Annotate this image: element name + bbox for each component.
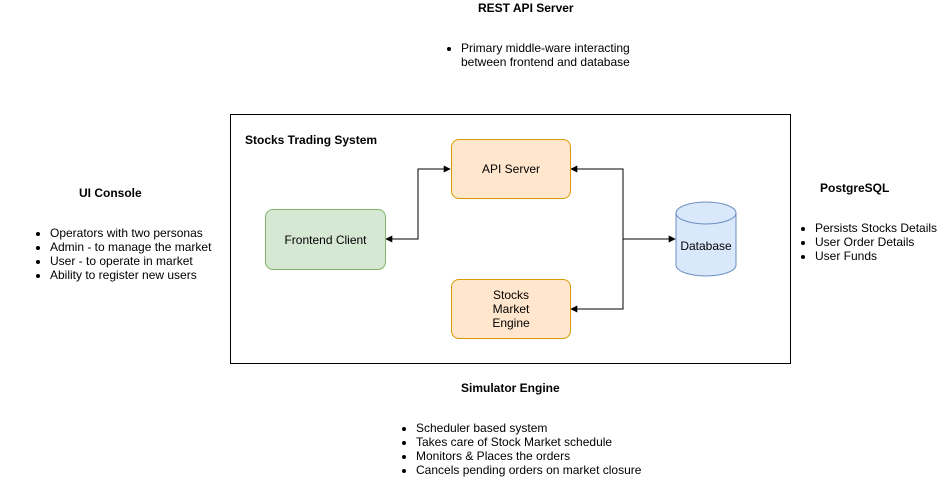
postgresql-bullets: Persists Stocks Details User Order Detai… xyxy=(799,221,937,263)
postgresql-bullet: Persists Stocks Details xyxy=(815,221,937,235)
simulator-bullet: Monitors & Places the orders xyxy=(416,449,641,463)
simulator-bullet: Scheduler based system xyxy=(416,421,641,435)
database-cylinder-icon xyxy=(675,201,737,277)
frontend-client-label: Frontend Client xyxy=(284,232,367,247)
stocks-market-engine-node[interactable]: Stocks Market Engine xyxy=(451,279,571,339)
frontend-client-node[interactable]: Frontend Client xyxy=(265,209,386,270)
postgresql-bullet: User Funds xyxy=(815,249,937,263)
simulator-bullet: Takes care of Stock Market schedule xyxy=(416,435,641,449)
rest-api-bullet: Primary middle-ware interacting between … xyxy=(461,41,641,69)
system-title: Stocks Trading System xyxy=(245,133,378,147)
ui-console-bullet: User - to operate in market xyxy=(50,254,211,268)
postgresql-title: PostgreSQL xyxy=(820,181,890,195)
ui-console-bullet: Ability to register new users xyxy=(50,268,211,282)
ui-console-title: UI Console xyxy=(79,186,142,200)
rest-api-bullets: Primary middle-ware interacting between … xyxy=(445,41,641,69)
simulator-title: Simulator Engine xyxy=(461,381,560,395)
database-node[interactable]: Database xyxy=(676,239,736,253)
simulator-bullet: Cancels pending orders on market closure xyxy=(416,463,641,477)
ui-console-bullet: Operators with two personas xyxy=(50,226,211,240)
database-label: Database xyxy=(680,239,732,253)
api-database-connector xyxy=(570,165,676,243)
system-frame xyxy=(230,114,791,364)
ui-console-bullet: Admin - to manage the market xyxy=(50,240,211,254)
frontend-api-connector xyxy=(385,165,451,243)
postgresql-bullet: User Order Details xyxy=(815,235,937,249)
engine-database-connector xyxy=(570,239,624,313)
api-server-node[interactable]: API Server xyxy=(451,139,571,199)
ui-console-bullets: Operators with two personas Admin - to m… xyxy=(34,226,211,282)
stocks-market-engine-label: Stocks Market Engine xyxy=(492,288,530,330)
simulator-bullets: Scheduler based system Takes care of Sto… xyxy=(400,421,641,477)
rest-api-title: REST API Server xyxy=(478,1,574,15)
api-server-label: API Server xyxy=(481,162,541,176)
